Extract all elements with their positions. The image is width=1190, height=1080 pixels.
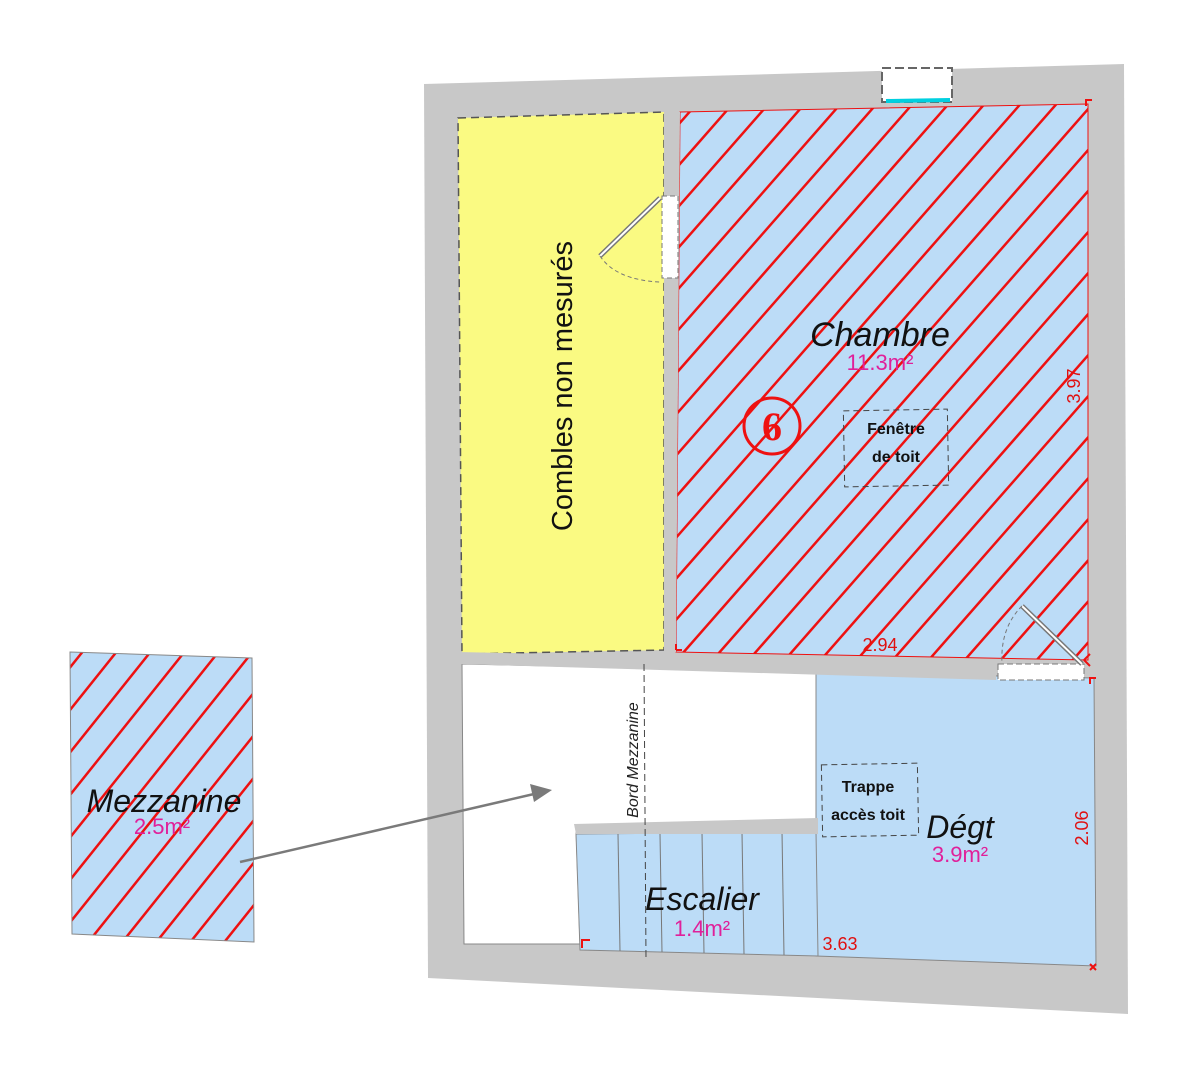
wall-stair-top xyxy=(574,818,818,834)
room-number-badge: 6 xyxy=(742,396,802,456)
dim-chambre-height: 3.97 xyxy=(1064,368,1084,403)
chambre-label: Chambre xyxy=(810,316,950,354)
degt-label: Dégt xyxy=(926,809,995,845)
hatch-line xyxy=(676,104,1088,660)
escalier-label: Escalier xyxy=(645,881,760,917)
mezzanine-edge-label: Bord Mezzanine xyxy=(625,702,642,818)
dim-degt-width: 3.63 xyxy=(822,934,857,954)
escalier-area-label: 1.4m² xyxy=(674,916,730,941)
hatch-line xyxy=(221,652,254,942)
roof-window-line2: de toit xyxy=(872,449,921,466)
roof-window-line1: Fenêtre xyxy=(867,421,925,438)
hatch-line xyxy=(739,104,1088,660)
chambre-area xyxy=(676,104,1088,660)
dim-degt-height: 2.06 xyxy=(1072,810,1092,845)
hatch-line xyxy=(153,652,254,942)
roof-hatch-box xyxy=(820,762,920,838)
door-chambre-degt xyxy=(997,604,1085,681)
hatch-line xyxy=(847,104,1088,660)
hatch-line xyxy=(70,652,191,942)
hatch-line xyxy=(0,645,20,945)
hatch-line xyxy=(991,104,1088,660)
roof-hatch-line1: Trappe xyxy=(842,779,895,796)
hatch-line xyxy=(187,652,254,942)
hatch-line xyxy=(676,104,1088,660)
room-number: 6 xyxy=(762,404,782,449)
hatch-line xyxy=(676,104,1025,660)
dim-chambre-width: 2.94 xyxy=(862,635,897,655)
mezzanine-area xyxy=(70,652,254,942)
hatch-line xyxy=(676,104,773,660)
mezzanine-edge-line xyxy=(643,663,647,961)
hatch-line xyxy=(70,652,157,942)
hatch-line xyxy=(119,652,254,942)
mezzanine-arrow xyxy=(239,784,552,864)
window-top xyxy=(881,67,953,103)
hatch-line xyxy=(676,104,917,660)
hatch-line xyxy=(811,104,1088,660)
door-combles xyxy=(598,195,679,283)
hatch-line xyxy=(703,104,1088,660)
stair-treads xyxy=(617,831,785,956)
hatch-line xyxy=(676,104,1088,660)
hatch-line xyxy=(676,104,1061,660)
degt-area-label: 3.9m² xyxy=(932,842,988,867)
hatch-line xyxy=(955,104,1088,660)
mezzanine-area-label: 2.5m² xyxy=(134,814,190,839)
hatch-line xyxy=(70,652,254,942)
hatch-line xyxy=(676,104,809,660)
chambre-area-label: 11.3m² xyxy=(847,350,914,375)
hatch-line xyxy=(70,652,225,942)
hatch-line xyxy=(85,652,254,942)
roof-window-box xyxy=(842,408,950,488)
hatch-line xyxy=(676,104,881,660)
hatch-line xyxy=(883,104,1088,660)
mezzanine-label: Mezzanine xyxy=(87,783,242,819)
hatch-line xyxy=(70,652,123,942)
corner-markers xyxy=(581,99,1097,971)
hatch-line xyxy=(775,104,1088,660)
hatch-line xyxy=(676,104,845,660)
hatch-line xyxy=(0,645,54,945)
roof-hatch-line2: accès toit xyxy=(831,807,905,824)
hatch-line xyxy=(919,104,1088,660)
hatch-line xyxy=(676,104,989,660)
combles-label: Combles non mesurés xyxy=(547,241,579,531)
hatch-line xyxy=(676,104,953,660)
wall-mid xyxy=(458,652,996,680)
chambre-hatching xyxy=(676,104,1088,660)
